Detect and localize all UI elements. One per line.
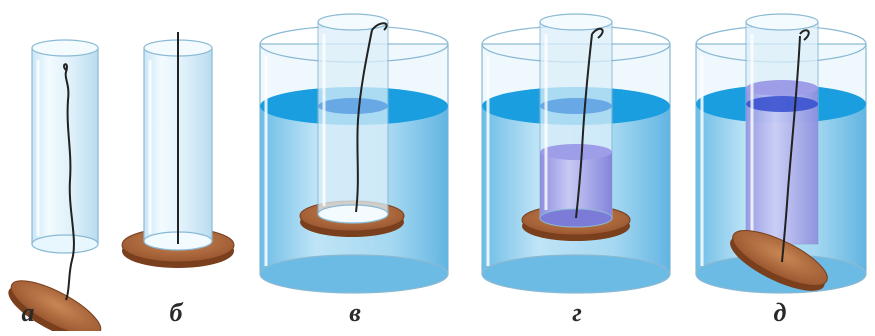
panel-label-v: в bbox=[349, 298, 361, 327]
cardboard-plate bbox=[730, 230, 828, 291]
tube-top-rim bbox=[31, 39, 99, 57]
glass-tube bbox=[317, 21, 389, 215]
thread bbox=[575, 27, 604, 219]
tube-liquid bbox=[540, 152, 612, 218]
panel-label-g: г bbox=[572, 298, 582, 327]
thread bbox=[63, 63, 75, 301]
tube-water-cross-section bbox=[318, 98, 388, 114]
panel-b bbox=[121, 32, 235, 268]
tube-liquid bbox=[746, 88, 818, 244]
panel-a bbox=[8, 39, 102, 336]
panel-label-d: д bbox=[773, 298, 787, 327]
vessel-bottom bbox=[259, 254, 449, 294]
panel-v bbox=[259, 13, 449, 294]
panel-label-a: а bbox=[21, 298, 35, 327]
tube-bottom-rim bbox=[31, 234, 99, 254]
panel-g bbox=[481, 13, 671, 294]
tube-liquid-surface bbox=[540, 144, 612, 160]
glass-tube bbox=[31, 47, 99, 245]
vessel-bottom bbox=[481, 254, 671, 294]
thread bbox=[781, 29, 810, 263]
tube-liquid-surface bbox=[746, 80, 818, 96]
panel-label-b: б bbox=[169, 298, 183, 327]
cardboard-plate bbox=[8, 280, 102, 336]
thread bbox=[355, 22, 388, 213]
panel-d bbox=[695, 13, 867, 294]
